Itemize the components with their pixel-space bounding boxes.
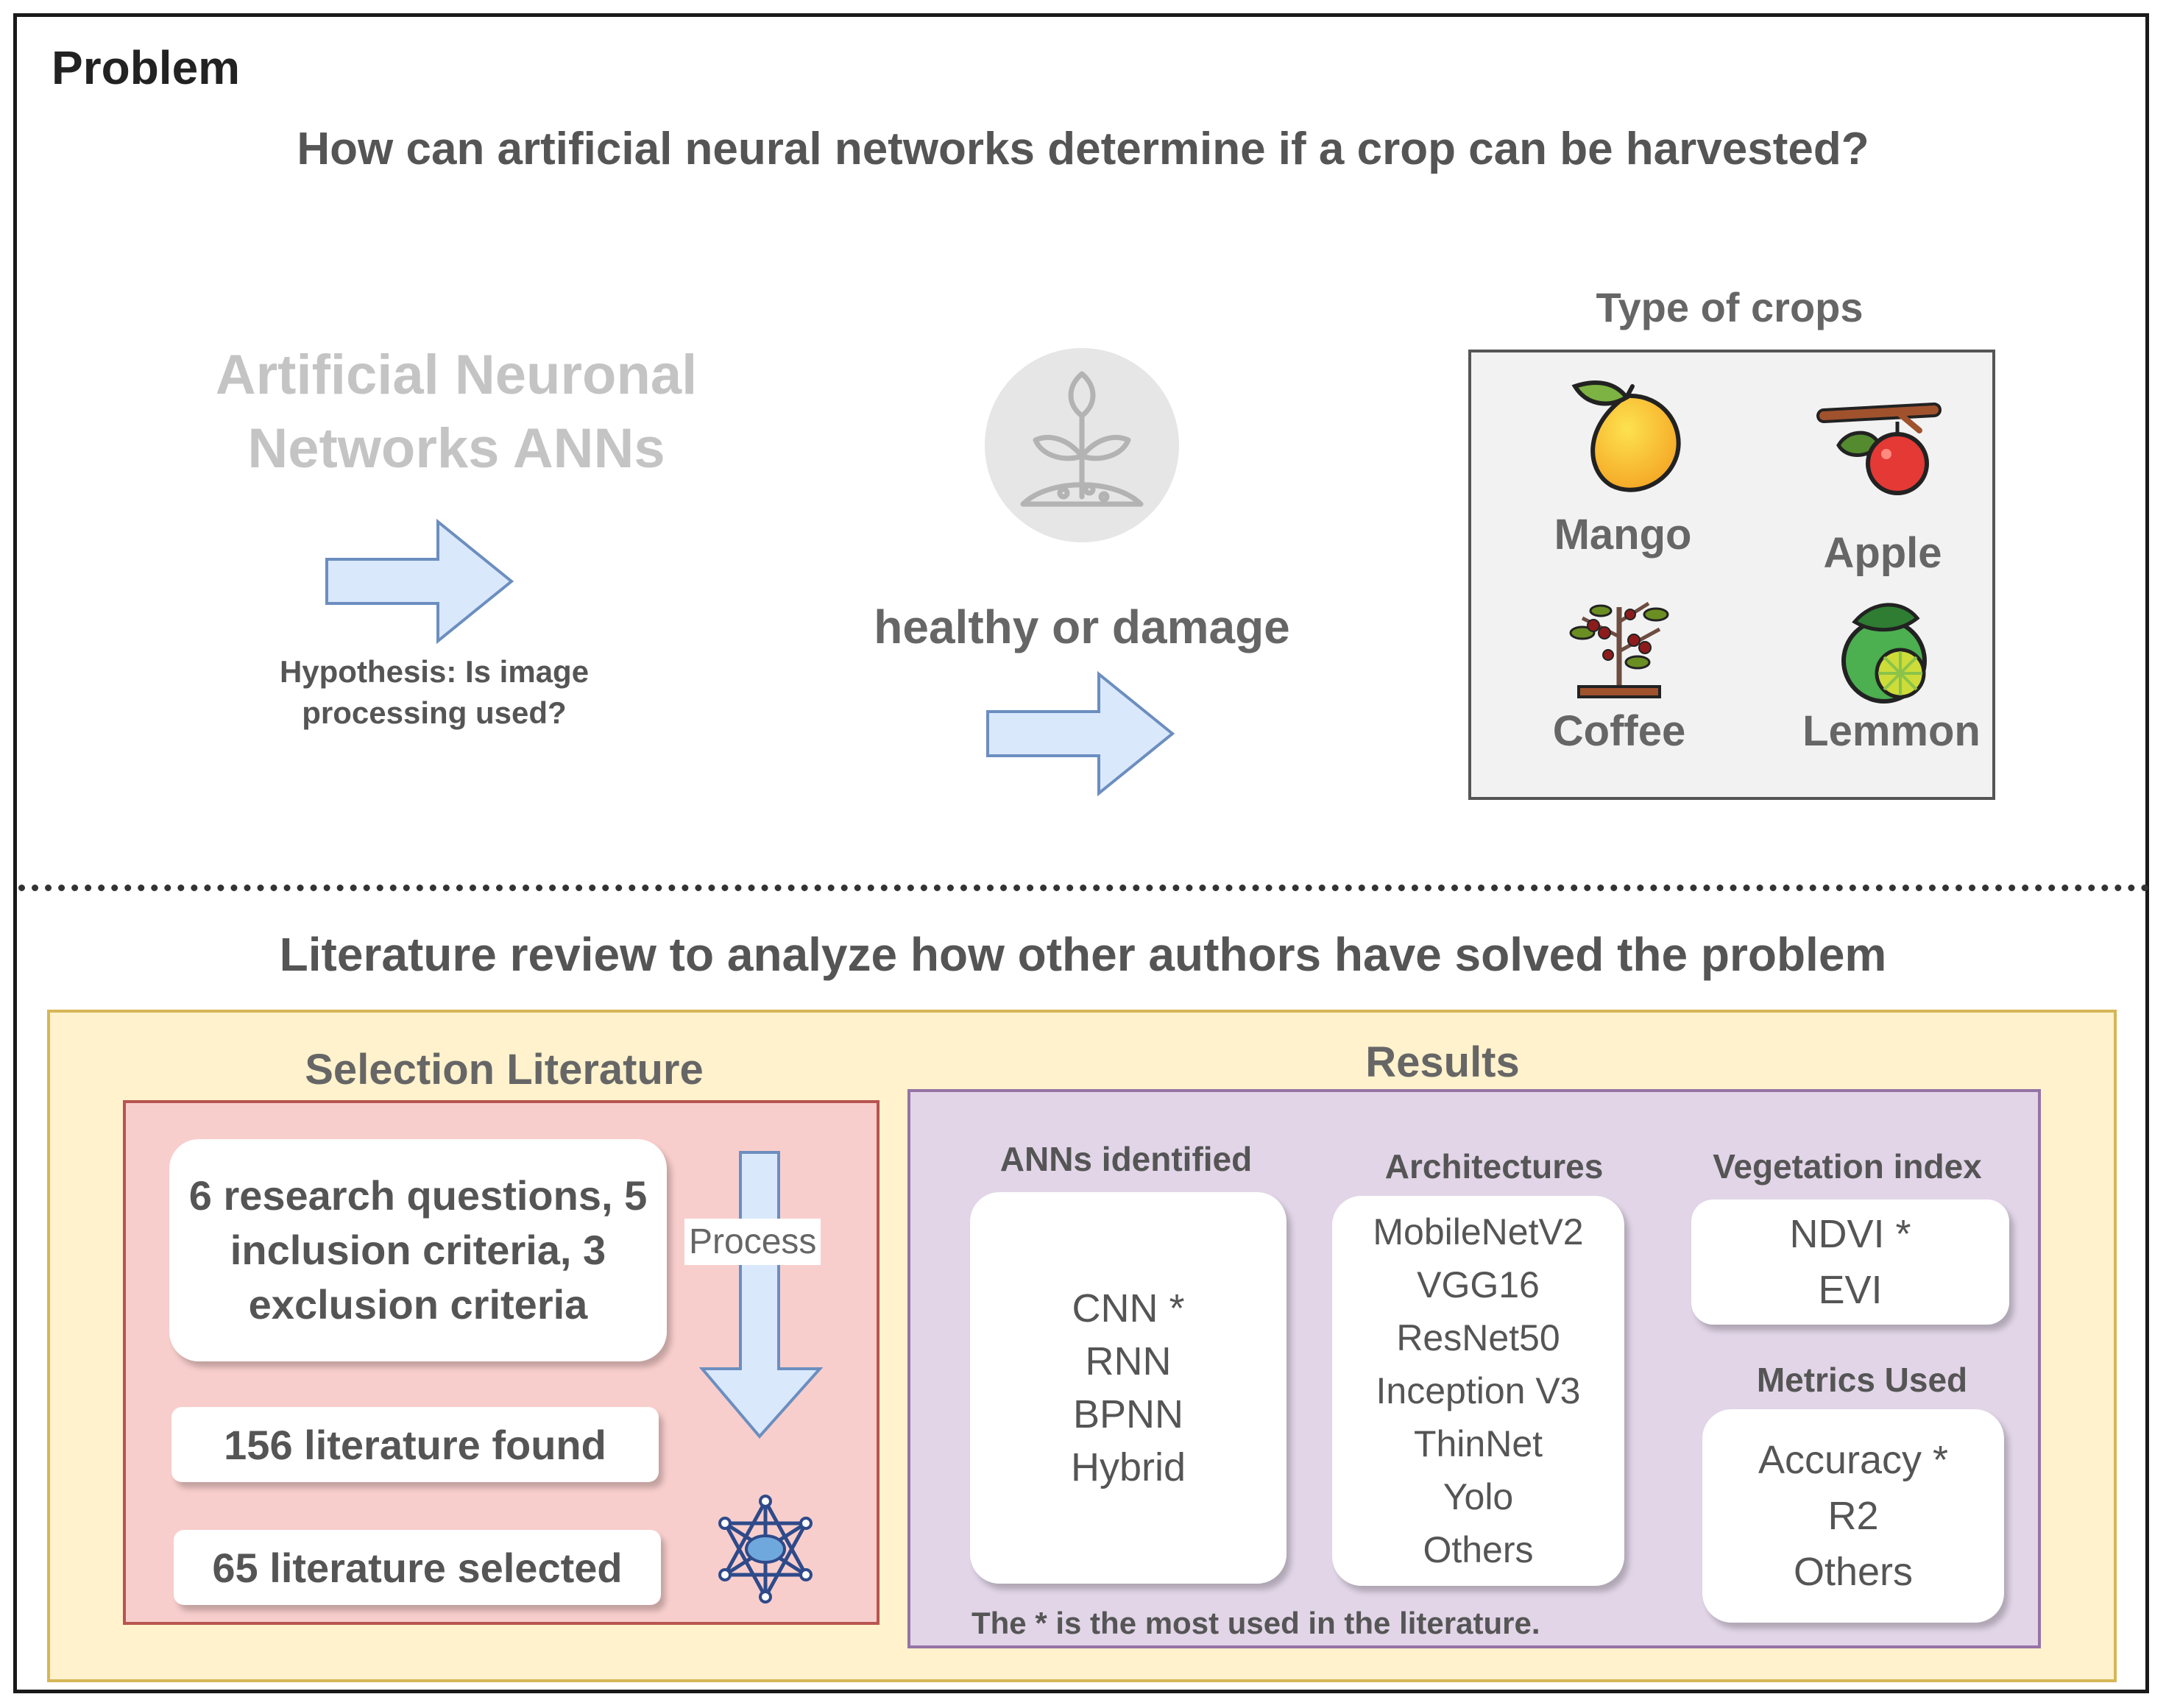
anns-list: CNN * RNN BPNN Hybrid bbox=[1071, 1282, 1186, 1494]
vegetation-item: EVI bbox=[1818, 1268, 1883, 1312]
section-divider bbox=[18, 885, 2149, 891]
metric-item: Accuracy * bbox=[1758, 1438, 1949, 1482]
vegetation-index-list: NDVI * EVI bbox=[1789, 1206, 1911, 1318]
crops-box bbox=[1468, 350, 1995, 800]
metrics-list: Accuracy * R2 Others bbox=[1758, 1432, 1948, 1600]
lemon-icon bbox=[1841, 603, 1927, 704]
architecture-item: MobileNetV2 bbox=[1373, 1211, 1584, 1252]
metrics-used-title: Metrics Used bbox=[1756, 1361, 1968, 1399]
crop-label-coffee: Coffee bbox=[1552, 707, 1686, 755]
architecture-item: Others bbox=[1423, 1529, 1534, 1570]
architectures-list: MobileNetV2 VGG16 ResNet50 Inception V3 … bbox=[1373, 1205, 1583, 1576]
crop-label-mango: Mango bbox=[1554, 511, 1692, 559]
ann-title: Artificial Neuronal Networks ANNs bbox=[215, 344, 698, 480]
right-arrow-icon bbox=[325, 519, 514, 644]
architecture-item: ThinNet bbox=[1413, 1423, 1543, 1464]
literature-review-title: Literature review to analyze how other a… bbox=[279, 928, 1887, 981]
right-arrow-icon bbox=[986, 671, 1175, 796]
metric-item: R2 bbox=[1827, 1494, 1879, 1538]
literature-found-card: 156 literature found bbox=[171, 1407, 659, 1482]
anns-card: CNN * RNN BPNN Hybrid bbox=[970, 1192, 1286, 1584]
coffee-plant-icon bbox=[1569, 601, 1669, 698]
down-arrow-icon bbox=[699, 1151, 824, 1439]
literature-selected-text: 65 literature selected bbox=[212, 1544, 623, 1591]
criteria-text: 6 research questions, 5 inclusion criter… bbox=[188, 1172, 648, 1328]
footnote-text: The * is the most used in the literature… bbox=[971, 1606, 1540, 1640]
literature-found-text: 156 literature found bbox=[224, 1421, 606, 1468]
results-title: Results bbox=[1365, 1038, 1520, 1086]
outer-frame bbox=[13, 13, 2149, 1693]
mango-icon bbox=[1571, 380, 1681, 492]
metric-item: Others bbox=[1793, 1550, 1914, 1594]
research-question: How can artificial neural networks deter… bbox=[297, 124, 1869, 174]
anns-identified-title: ANNs identified bbox=[999, 1140, 1253, 1178]
architecture-item: ResNet50 bbox=[1396, 1317, 1560, 1358]
architecture-item: Yolo bbox=[1443, 1476, 1514, 1517]
process-label: Process bbox=[684, 1219, 821, 1265]
architecture-item: VGG16 bbox=[1417, 1264, 1540, 1305]
literature-selected-card: 65 literature selected bbox=[174, 1530, 661, 1605]
crop-label-apple: Apple bbox=[1823, 529, 1942, 577]
vegetation-index-title: Vegetation index bbox=[1713, 1147, 1982, 1186]
ann-item: Hybrid bbox=[1070, 1445, 1186, 1489]
vegetation-index-card: NDVI * EVI bbox=[1691, 1200, 2009, 1325]
crops-title: Type of crops bbox=[1596, 284, 1864, 330]
plant-sprout-icon bbox=[985, 348, 1179, 542]
ann-item: CNN * bbox=[1072, 1286, 1185, 1330]
architectures-title: Architectures bbox=[1384, 1147, 1604, 1186]
problem-label: Problem bbox=[52, 41, 241, 94]
criteria-card: 6 research questions, 5 inclusion criter… bbox=[169, 1139, 667, 1361]
architectures-card: MobileNetV2 VGG16 ResNet50 Inception V3 … bbox=[1332, 1196, 1624, 1586]
architecture-item: Inception V3 bbox=[1376, 1370, 1581, 1411]
vegetation-item: NDVI * bbox=[1789, 1212, 1911, 1256]
selection-literature-title: Selection Literature bbox=[305, 1046, 704, 1094]
metrics-card: Accuracy * R2 Others bbox=[1702, 1409, 2004, 1623]
healthy-or-damage-text: healthy or damage bbox=[874, 600, 1290, 653]
network-hub-icon bbox=[718, 1495, 813, 1604]
ann-item: RNN bbox=[1085, 1339, 1172, 1383]
apple-icon bbox=[1816, 403, 1942, 495]
crop-label-lemmon: Lemmon bbox=[1802, 707, 1981, 755]
ann-item: BPNN bbox=[1072, 1392, 1183, 1436]
hypothesis-text: Hypothesis: Is image processing used? bbox=[279, 654, 590, 730]
